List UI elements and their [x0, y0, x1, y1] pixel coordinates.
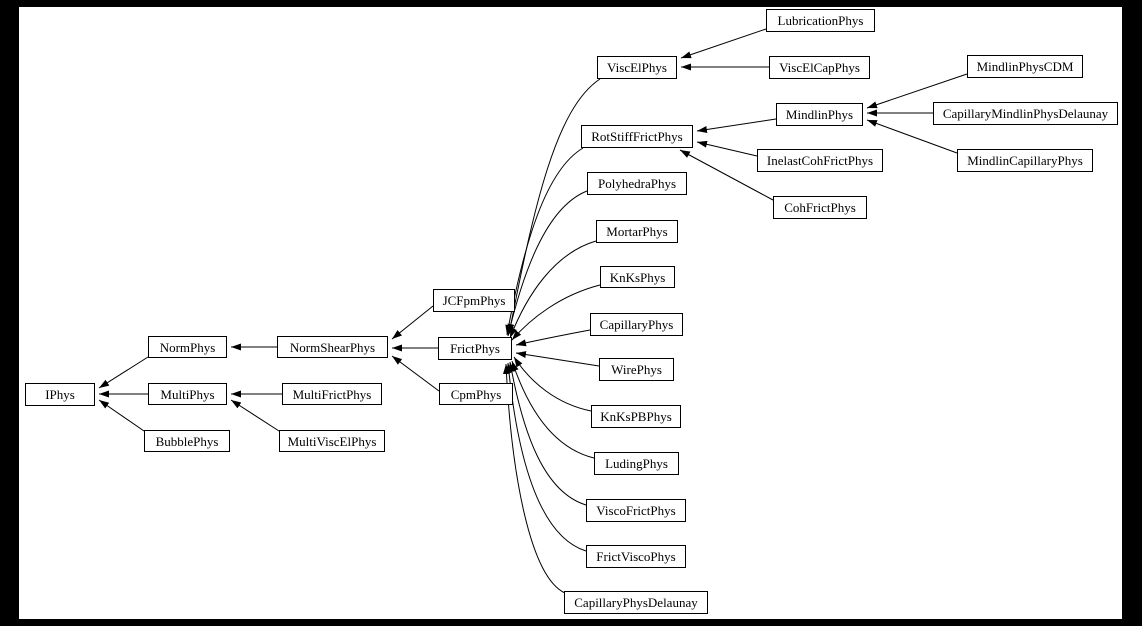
node-cpmphys[interactable]: CpmPhys: [439, 383, 513, 405]
node-wirephys[interactable]: WirePhys: [599, 358, 674, 381]
node-multiphys[interactable]: MultiPhys: [148, 383, 227, 405]
node-polyhedraphys[interactable]: PolyhedraPhys: [587, 172, 687, 195]
node-lubricationphys[interactable]: LubricationPhys: [766, 9, 875, 32]
node-cohfrictphys[interactable]: CohFrictPhys: [773, 196, 867, 219]
node-normphys[interactable]: NormPhys: [148, 336, 227, 358]
node-capillaryphysdelaunay[interactable]: CapillaryPhysDelaunay: [564, 591, 708, 614]
node-normshearphys[interactable]: NormShearPhys: [277, 336, 388, 358]
node-mindlinphyscdm[interactable]: MindlinPhysCDM: [967, 55, 1083, 78]
node-mortarphys[interactable]: MortarPhys: [596, 220, 678, 243]
node-knkspbphys[interactable]: KnKsPBPhys: [591, 405, 681, 428]
node-ludingphys[interactable]: LudingPhys: [594, 452, 679, 475]
node-viscofrictphys[interactable]: ViscoFrictPhys: [586, 499, 686, 522]
node-iphys[interactable]: IPhys: [25, 383, 95, 406]
node-bubblephys[interactable]: BubblePhys: [144, 430, 230, 452]
node-frictviscophys[interactable]: FrictViscoPhys: [586, 545, 686, 568]
node-multifrictphys[interactable]: MultiFrictPhys: [282, 383, 382, 405]
node-capillarymindlinphysdelaunay[interactable]: CapillaryMindlinPhysDelaunay: [933, 102, 1118, 125]
node-inelastcohfrictphys[interactable]: InelastCohFrictPhys: [757, 149, 883, 172]
diagram-canvas: [19, 7, 1122, 619]
node-frictphys[interactable]: FrictPhys: [438, 337, 512, 360]
node-viscelphys[interactable]: ViscElPhys: [597, 56, 677, 79]
node-viscelcapphys[interactable]: ViscElCapPhys: [769, 56, 870, 79]
node-knksphys[interactable]: KnKsPhys: [600, 266, 675, 288]
node-mindlincapillaryphys[interactable]: MindlinCapillaryPhys: [957, 149, 1093, 172]
node-jcfpmphys[interactable]: JCFpmPhys: [433, 289, 515, 312]
node-mindlinphys[interactable]: MindlinPhys: [776, 103, 863, 126]
node-rotstifffrictphys[interactable]: RotStiffFrictPhys: [581, 125, 693, 148]
node-multiviscelphys[interactable]: MultiViscElPhys: [279, 430, 385, 452]
node-capillaryphys[interactable]: CapillaryPhys: [590, 313, 683, 336]
